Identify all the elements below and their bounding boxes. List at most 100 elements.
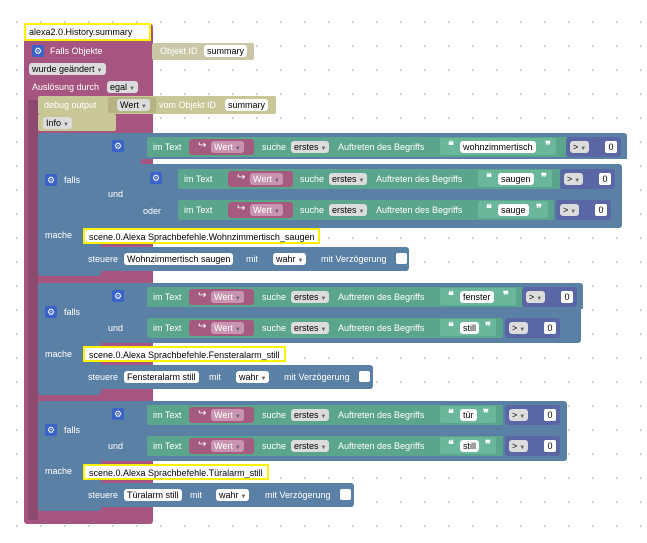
wert-var-dropdown[interactable]: Wert▼ xyxy=(211,409,244,421)
term-value[interactable]: fenster xyxy=(460,291,494,303)
control-target-1[interactable]: Wohnzimmertisch saugen xyxy=(124,253,234,265)
quote-open-icon: ❝ xyxy=(448,140,454,152)
erstes-dropdown[interactable]: erstes▼ xyxy=(291,291,330,303)
wahr-dropdown[interactable]: wahr▼ xyxy=(216,489,250,501)
term-value[interactable]: sauge xyxy=(498,204,529,216)
scene-id-3[interactable]: scene.0.Alexa Sprachbefehle.Türalarm_sti… xyxy=(83,464,269,480)
steuere-label: steuere xyxy=(88,372,119,382)
return-arrow-icon: ↪ xyxy=(198,408,207,419)
suche-label: suche xyxy=(262,410,287,420)
trigger-gear-icon[interactable]: ⚙ xyxy=(32,45,44,57)
verzoegerung-label: mit Verzögerung xyxy=(284,372,350,382)
compare-value[interactable]: 0 xyxy=(595,204,607,216)
delay-checkbox[interactable] xyxy=(340,489,351,500)
scene-id-2[interactable]: scene.0.Alexa Sprachbefehle.Fensteralarm… xyxy=(83,346,286,362)
auftreten-label: Auftreten des Begriffs xyxy=(376,174,463,184)
wurde-geaendert-dropdown[interactable]: wurde geändert▼ xyxy=(29,63,106,75)
debug-output-block[interactable] xyxy=(38,96,276,114)
term-value[interactable]: still xyxy=(460,322,479,334)
if-1-gear-icon[interactable]: ⚙ xyxy=(45,174,57,186)
wert-var-dropdown[interactable]: Wert▼ xyxy=(250,173,283,185)
if-3-falls: falls xyxy=(64,425,81,435)
wert-var-dropdown[interactable]: Wert▼ xyxy=(211,291,244,303)
compare-value[interactable]: 0 xyxy=(561,291,573,303)
compare-value[interactable]: 0 xyxy=(544,409,556,421)
objekt-id-block[interactable]: Objekt ID summary xyxy=(152,43,254,60)
if-2-gear-icon[interactable]: ⚙ xyxy=(45,306,57,318)
wert-var-dropdown[interactable]: Wert▼ xyxy=(211,440,244,452)
and-1-gear-icon[interactable]: ⚙ xyxy=(112,140,124,152)
delay-checkbox[interactable] xyxy=(359,371,370,382)
if-3-gear-icon[interactable]: ⚙ xyxy=(45,424,57,436)
wert-var-dropdown[interactable]: Wert▼ xyxy=(211,141,244,153)
compare-value[interactable]: 0 xyxy=(599,173,611,185)
and-3-und: und xyxy=(108,441,124,451)
erstes-dropdown[interactable]: erstes▼ xyxy=(329,173,368,185)
return-arrow-icon: ↪ xyxy=(198,290,207,301)
return-arrow-icon: ↪ xyxy=(237,172,246,183)
egal-dropdown[interactable]: egal▼ xyxy=(107,81,138,93)
auftreten-label: Auftreten des Begriffs xyxy=(338,410,425,420)
suche-label: suche xyxy=(300,174,325,184)
wert-var-dropdown[interactable]: Wert▼ xyxy=(211,322,244,334)
if-2-falls: falls xyxy=(64,307,81,317)
erstes-dropdown[interactable]: erstes▼ xyxy=(291,141,330,153)
control-target-2[interactable]: Fensteralarm still xyxy=(124,371,199,383)
compare-operator[interactable]: >▼ xyxy=(509,440,529,452)
debug-summary-value[interactable]: summary xyxy=(225,99,269,111)
im-text-label: im Text xyxy=(184,205,213,215)
return-arrow-icon: ↪ xyxy=(198,321,207,332)
compare-operator[interactable]: >▼ xyxy=(509,322,529,334)
trigger-id-label[interactable]: alexa2.0.History.summary xyxy=(24,23,151,41)
erstes-dropdown[interactable]: erstes▼ xyxy=(291,440,330,452)
quote-close-icon: ❞ xyxy=(485,321,491,333)
wahr-dropdown[interactable]: wahr▼ xyxy=(273,253,307,265)
debug-wert-text: Wert xyxy=(120,100,139,110)
vom-objekt-label: vom Objekt ID xyxy=(159,100,217,110)
chevron-down-icon: ▼ xyxy=(129,86,135,92)
debug-output-label: debug output xyxy=(44,100,97,110)
erstes-dropdown[interactable]: erstes▼ xyxy=(291,409,330,421)
objekt-id-label: Objekt ID xyxy=(160,46,198,56)
term-value[interactable]: still xyxy=(460,440,479,452)
compare-operator[interactable]: >▼ xyxy=(560,204,580,216)
control-target-3[interactable]: Türalarm still xyxy=(124,489,182,501)
erstes-dropdown[interactable]: erstes▼ xyxy=(329,204,368,216)
objekt-id-value[interactable]: summary xyxy=(204,45,248,57)
ausloesung-label: Auslösung durch xyxy=(32,82,100,92)
suche-label: suche xyxy=(262,323,287,333)
quote-open-icon: ❝ xyxy=(486,172,492,184)
term-value[interactable]: wohnzimmertisch xyxy=(460,141,536,153)
compare-operator[interactable]: >▼ xyxy=(570,141,590,153)
wahr-dropdown[interactable]: wahr▼ xyxy=(236,371,270,383)
im-text-label: im Text xyxy=(153,142,182,152)
quote-close-icon: ❞ xyxy=(503,290,509,302)
scene-id-1[interactable]: scene.0.Alexa Sprachbefehle.Wohnzimmerti… xyxy=(83,228,321,244)
term-value[interactable]: tür xyxy=(460,409,477,421)
compare-value[interactable]: 0 xyxy=(544,322,556,334)
delay-checkbox[interactable] xyxy=(396,253,407,264)
steuere-label: steuere xyxy=(88,254,119,264)
compare-value[interactable]: 0 xyxy=(544,440,556,452)
im-text-label: im Text xyxy=(153,323,182,333)
compare-value[interactable]: 0 xyxy=(605,141,617,153)
return-arrow-icon: ↪ xyxy=(198,439,207,450)
or-1-gear-icon[interactable]: ⚙ xyxy=(150,172,162,184)
debug-wert-block[interactable]: Wert▼ xyxy=(108,97,156,113)
and-1-und: und xyxy=(108,189,124,199)
and-3-gear-icon[interactable]: ⚙ xyxy=(112,408,124,420)
term-value[interactable]: saugen xyxy=(498,173,534,185)
if-1-falls: falls xyxy=(64,175,81,185)
compare-operator[interactable]: >▼ xyxy=(526,291,546,303)
debug-level-dropdown[interactable]: Info▼ xyxy=(43,117,72,129)
compare-operator[interactable]: >▼ xyxy=(509,409,529,421)
quote-open-icon: ❝ xyxy=(448,439,454,451)
verzoegerung-label: mit Verzögerung xyxy=(321,254,387,264)
debug-wert-dropdown[interactable]: Wert▼ xyxy=(117,99,150,111)
compare-operator[interactable]: >▼ xyxy=(564,173,584,185)
wert-var-dropdown[interactable]: Wert▼ xyxy=(250,204,283,216)
and-2-gear-icon[interactable]: ⚙ xyxy=(112,290,124,302)
erstes-dropdown[interactable]: erstes▼ xyxy=(291,322,330,334)
mit-label: mit xyxy=(190,490,202,500)
if-3-mache: mache xyxy=(45,466,73,476)
